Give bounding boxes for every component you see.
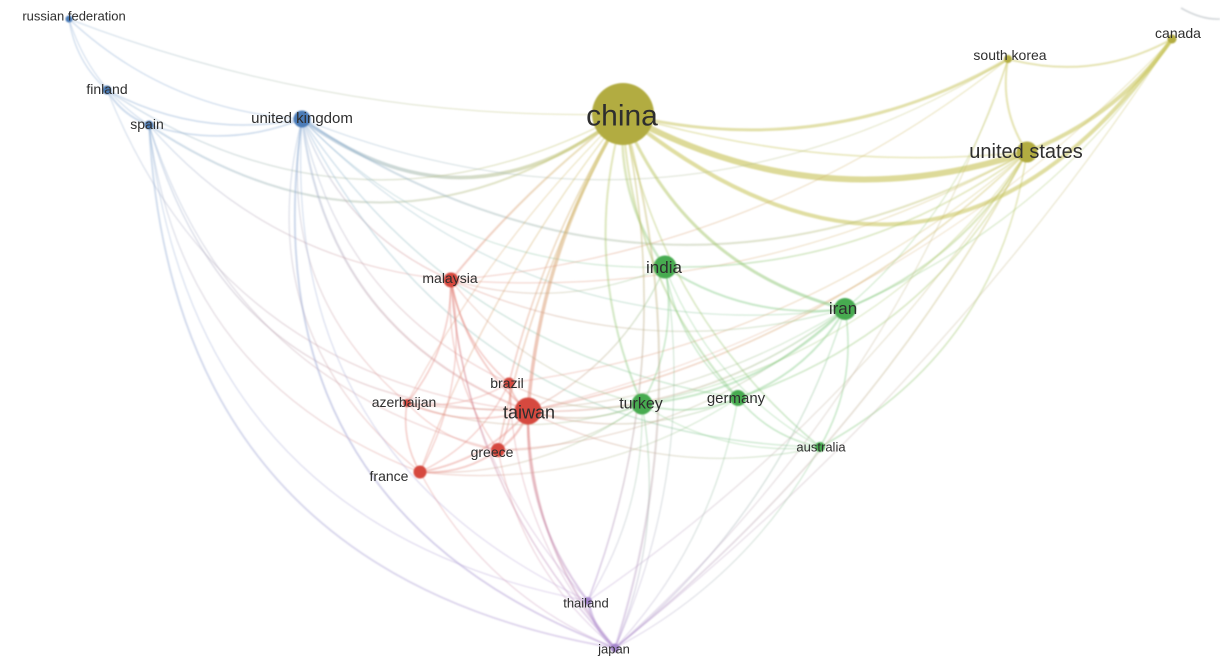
svg-text:united states: united states: [969, 141, 1082, 163]
svg-text:russian federation: russian federation: [22, 9, 125, 24]
svg-text:iran: iran: [829, 299, 857, 318]
svg-text:australia: australia: [796, 440, 846, 455]
svg-text:thailand: thailand: [563, 596, 609, 611]
svg-text:germany: germany: [707, 390, 766, 407]
svg-text:azerbaijan: azerbaijan: [372, 394, 437, 410]
svg-text:india: india: [646, 258, 682, 277]
svg-text:brazil: brazil: [490, 375, 523, 391]
svg-text:malaysia: malaysia: [422, 270, 477, 286]
svg-text:taiwan: taiwan: [503, 402, 555, 422]
svg-text:greece: greece: [471, 444, 514, 460]
svg-text:united kingdom: united kingdom: [251, 110, 353, 127]
svg-text:finland: finland: [86, 81, 127, 97]
svg-text:japan: japan: [597, 642, 630, 657]
svg-text:canada: canada: [1155, 25, 1201, 41]
svg-text:france: france: [370, 468, 409, 484]
svg-text:china: china: [586, 100, 658, 133]
svg-text:spain: spain: [130, 116, 163, 132]
svg-text:turkey: turkey: [619, 396, 663, 413]
svg-text:south korea: south korea: [973, 47, 1046, 63]
